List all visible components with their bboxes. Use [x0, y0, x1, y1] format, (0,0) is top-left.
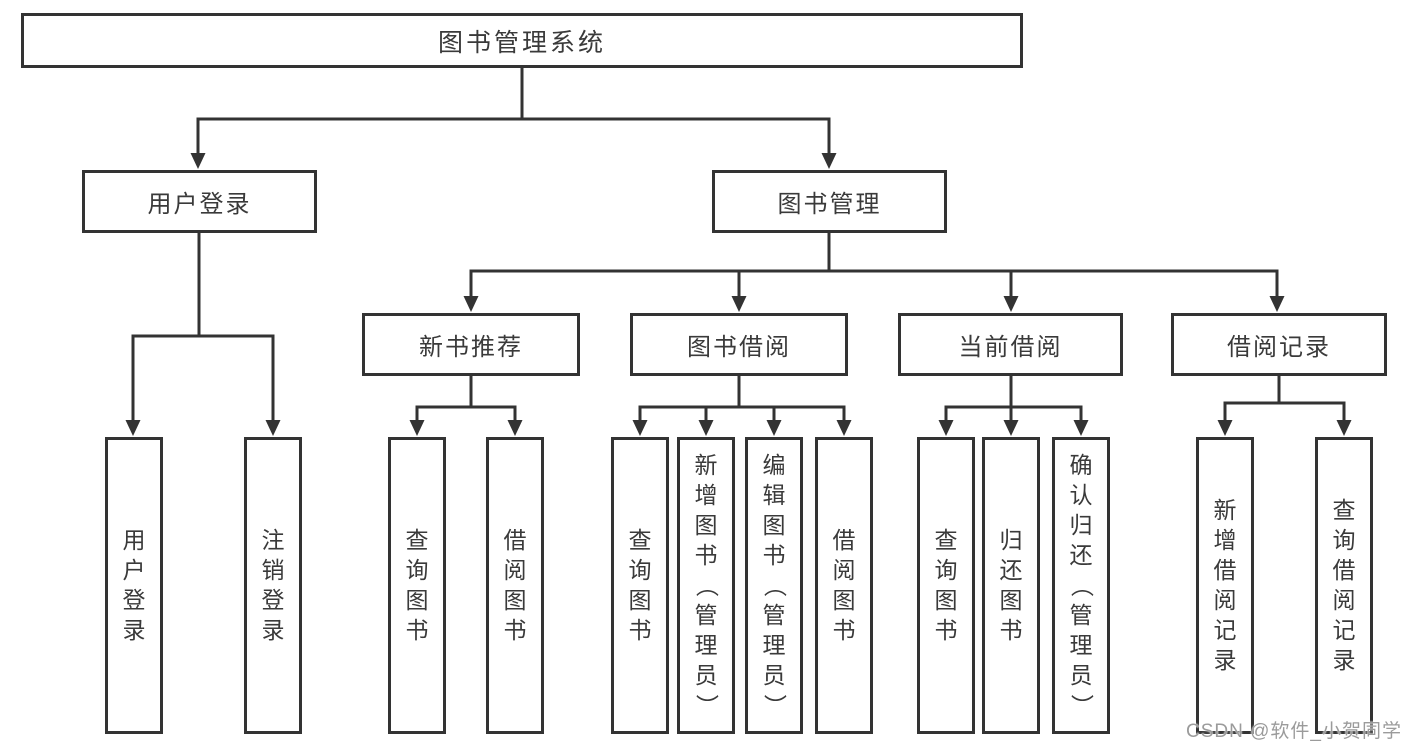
leaf-label: 查询图书 — [405, 527, 429, 643]
leaf-label: 查询图书 — [934, 527, 958, 643]
leaf-label: 新增借阅记录 — [1213, 497, 1237, 673]
arrowhead-icons — [125, 153, 1352, 436]
leaf-borrow-books-recommend: 借阅图书 — [486, 437, 544, 734]
leaf-edit-books-admin: 编辑图书（管理员） — [745, 437, 803, 734]
node-label: 用户登录 — [147, 191, 252, 218]
node-label: 当前借阅 — [958, 334, 1063, 361]
leaf-user-login: 用户登录 — [105, 437, 163, 734]
leaf-query-borrow-record: 查询借阅记录 — [1315, 437, 1373, 734]
node-label: 图书管理系统 — [437, 28, 606, 57]
node-book-borrow: 图书借阅 — [630, 313, 848, 376]
node-label: 图书管理 — [777, 191, 882, 218]
leaf-label: 用户登录 — [122, 527, 146, 643]
node-label: 图书借阅 — [687, 334, 791, 361]
leaf-query-books-current: 查询图书 — [917, 437, 975, 734]
csdn-watermark: CSDN @软件_小贺同学 — [1186, 721, 1402, 742]
node-current-borrow: 当前借阅 — [898, 313, 1123, 376]
leaf-label: 新增图书（管理员） — [693, 452, 720, 718]
node-label: 借阅记录 — [1227, 334, 1331, 361]
node-library-management-system: 图书管理系统 — [21, 13, 1023, 68]
leaf-label: 确认归还（管理员） — [1068, 452, 1095, 718]
leaf-add-books-admin: 新增图书（管理员） — [677, 437, 735, 734]
node-label: 新书推荐 — [419, 334, 523, 361]
leaf-borrow-books: 借阅图书 — [815, 437, 873, 734]
leaf-query-books-borrow: 查询图书 — [611, 437, 669, 734]
leaf-confirm-return-admin: 确认归还（管理员） — [1052, 437, 1110, 734]
leaf-logout: 注销登录 — [244, 437, 302, 734]
leaf-label: 编辑图书（管理员） — [761, 452, 788, 718]
leaf-label: 归还图书 — [999, 527, 1023, 643]
node-user-login: 用户登录 — [82, 170, 317, 233]
leaf-label: 借阅图书 — [832, 527, 856, 643]
leaf-add-borrow-record: 新增借阅记录 — [1196, 437, 1254, 734]
node-new-book-recommend: 新书推荐 — [362, 313, 580, 376]
node-borrow-records: 借阅记录 — [1171, 313, 1387, 376]
leaf-label: 注销登录 — [261, 527, 285, 643]
connector-paths — [131, 68, 1346, 420]
leaf-label: 借阅图书 — [503, 527, 527, 643]
leaf-query-books-recommend: 查询图书 — [388, 437, 446, 734]
node-book-management: 图书管理 — [712, 170, 947, 233]
leaf-label: 查询图书 — [628, 527, 652, 643]
leaf-label: 查询借阅记录 — [1332, 497, 1356, 673]
leaf-return-books: 归还图书 — [982, 437, 1040, 734]
